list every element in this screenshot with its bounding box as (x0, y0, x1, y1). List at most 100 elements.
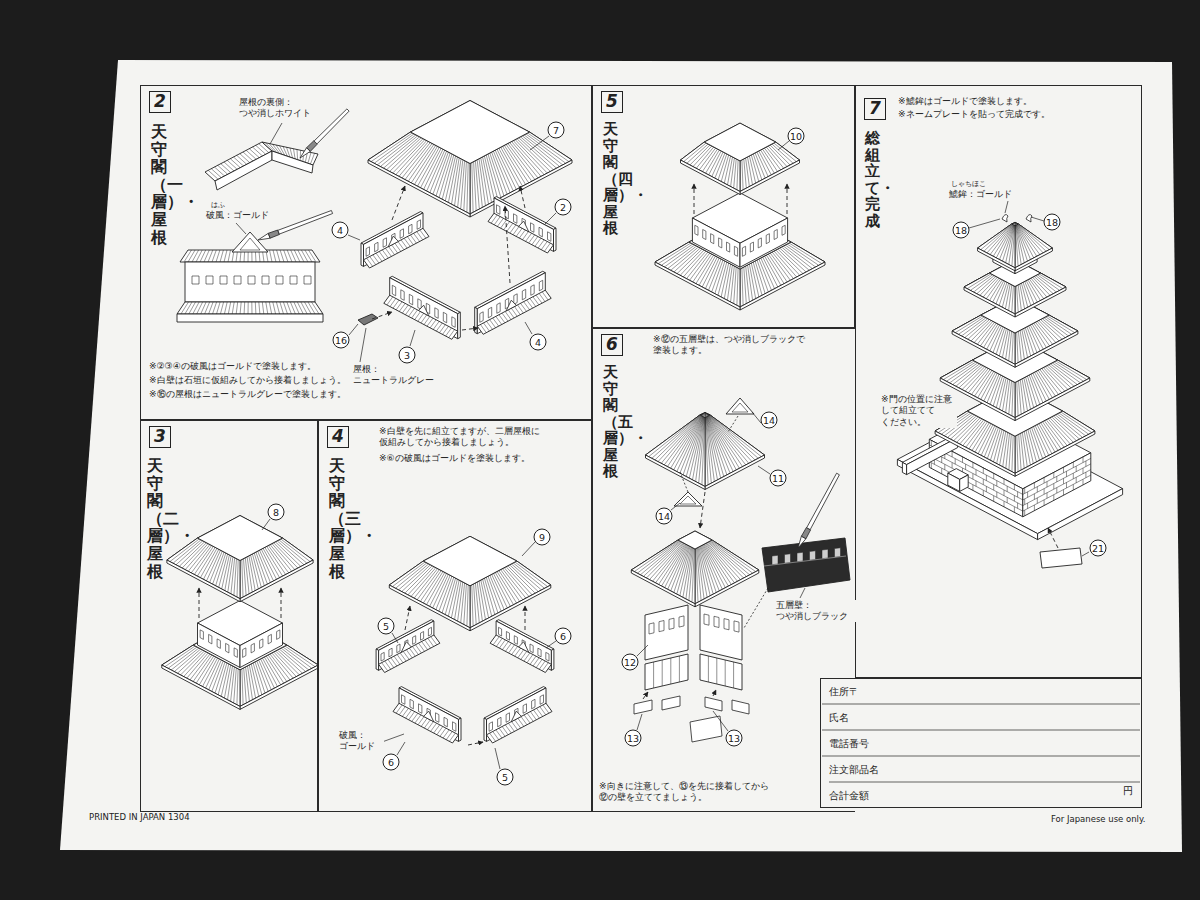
stone-joint (1004, 479, 1005, 485)
roof-tile-line (273, 250, 276, 262)
roof-tile-line (189, 302, 196, 314)
roof-tile-line (174, 649, 200, 672)
leader-line (270, 123, 282, 144)
paint-note: 破風： ゴールド (338, 730, 384, 752)
roof-tile-line (667, 416, 701, 467)
window (402, 695, 405, 705)
window (703, 230, 706, 240)
roof-tile-line (504, 145, 528, 183)
window (276, 276, 283, 284)
window (248, 276, 255, 284)
roof-tile-line (646, 542, 682, 578)
roof-tile-line (1017, 225, 1037, 256)
roof-tile-line (990, 225, 1013, 255)
roof-tile-line (1056, 361, 1087, 380)
part-outline (458, 312, 461, 338)
step-number: 7 (864, 98, 886, 120)
part-outline (198, 516, 283, 561)
guide-arrow (700, 492, 705, 528)
guide-arrow (505, 206, 510, 283)
roof-tile-line (458, 582, 463, 621)
roof-tile-line (763, 149, 778, 172)
roof-tile-line (181, 302, 189, 314)
assembly-note: ※向きに注意して、⑬を先に接着してから ⑫の壁を立ててましょう。 (599, 781, 829, 804)
roof-tile-line (787, 244, 819, 265)
roof-tile-line (757, 260, 768, 292)
roof-tile-line (707, 417, 730, 474)
roof-tile-line (637, 541, 679, 573)
roof-tile-line (177, 650, 202, 673)
part-outline (655, 262, 740, 310)
roof-tile-line (203, 658, 218, 687)
roof-tile-line (1016, 225, 1030, 260)
stone-joint (952, 451, 953, 457)
roof-tile-line (179, 542, 205, 567)
roof-tile-line (242, 560, 243, 598)
leader-line (637, 645, 648, 656)
part-outline (459, 718, 462, 741)
roof-tile-line (173, 540, 201, 563)
window (366, 247, 369, 256)
roof-tile-line (206, 659, 220, 688)
roof-tile-line (990, 428, 1000, 460)
roof-tile-line (1029, 326, 1041, 351)
stone-joint (1076, 477, 1077, 483)
stone-joint (1047, 493, 1048, 499)
window (797, 552, 803, 561)
roof-tile-line (390, 139, 424, 172)
roof-tile-line (1006, 380, 1010, 413)
roof-tile-line (182, 543, 206, 568)
roof-tile-line (266, 656, 284, 683)
part-outline (645, 605, 688, 660)
callout-number: 13 (625, 730, 642, 747)
roof-tile-line (488, 154, 501, 198)
stone-joint (1017, 503, 1018, 509)
window (531, 285, 534, 296)
roof-tile-line (249, 149, 259, 158)
part-outline (695, 570, 759, 607)
roof-tile-line (215, 662, 225, 693)
roof-tile-line (420, 571, 441, 602)
roof-tile-line (986, 279, 1000, 299)
roof-tile-line (242, 669, 243, 705)
roof-tile-line (981, 426, 995, 456)
window (704, 614, 709, 625)
roof-tile-line (1043, 368, 1065, 392)
gable (506, 300, 516, 311)
form-rule (822, 782, 1140, 783)
step-panel: 7総組立て・完成※鯱鉾はゴールドで塗装します。※ネームプレートを貼って完成です。… (855, 85, 1142, 678)
roof-tile-line (708, 416, 739, 468)
roof-tile-line (285, 646, 315, 667)
stone-joint (976, 470, 977, 476)
guide-line (744, 588, 768, 628)
roof-tile-line (477, 582, 482, 621)
wall-line (764, 556, 846, 566)
roof-tile-line (766, 147, 784, 168)
roof-tile-line (1009, 434, 1011, 470)
part-outline (487, 703, 553, 743)
roof-tile-line (396, 141, 427, 175)
window (443, 312, 446, 323)
stone-joint (976, 481, 977, 487)
stone-joint (1053, 495, 1054, 501)
roof-tile-line (254, 553, 264, 586)
stone-joint (996, 492, 997, 498)
callout-number: 8 (268, 504, 285, 521)
roof-tile-line (706, 417, 717, 480)
roof-tile-line (943, 361, 974, 380)
roof-tile-line (689, 548, 694, 600)
roof-tile-line (677, 249, 702, 274)
window (659, 621, 664, 632)
window (669, 618, 674, 629)
roof-tile-line (185, 544, 208, 570)
roof-tile-line (699, 148, 715, 170)
part-outline (952, 331, 1015, 367)
roof-tile-line (399, 564, 429, 590)
leader-line (382, 734, 404, 742)
roof-tile-line (742, 268, 743, 305)
stone-joint (993, 485, 994, 491)
roof-tile-line (209, 660, 222, 690)
roof-tile-line (290, 148, 293, 158)
roof-tile-line (1006, 330, 1010, 359)
roof-tile-line (634, 540, 679, 571)
